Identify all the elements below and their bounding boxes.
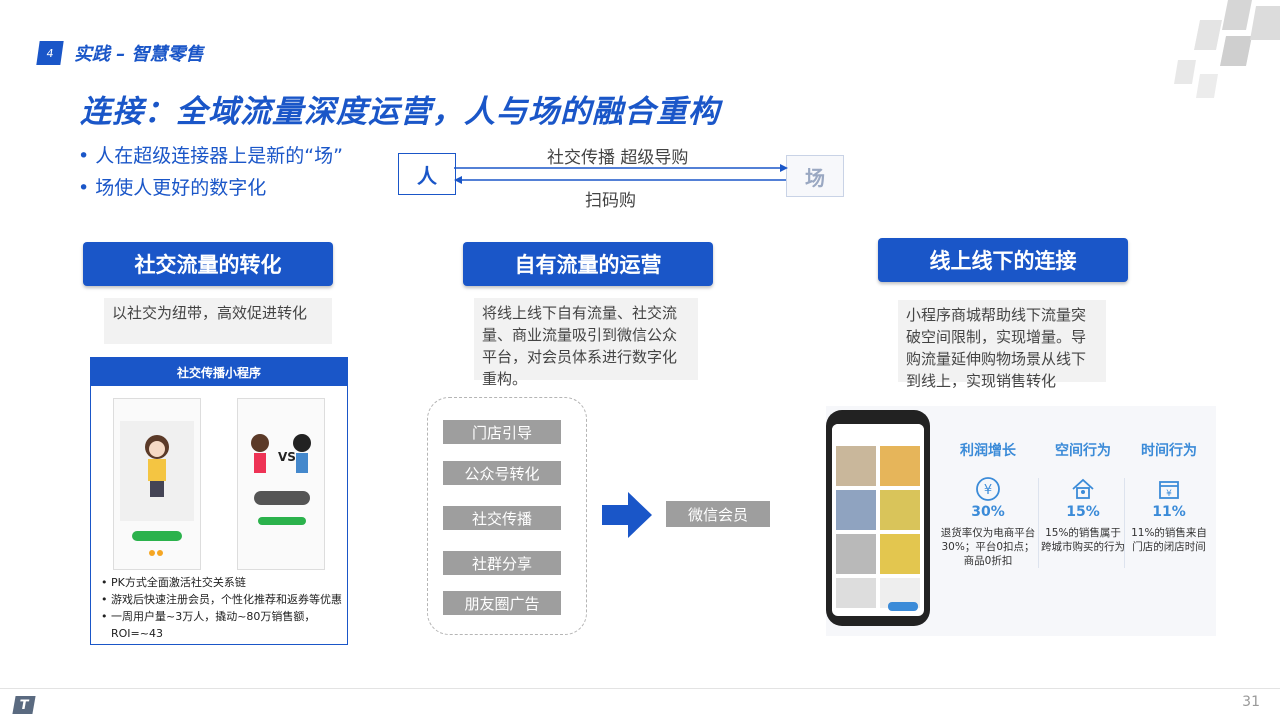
bullet-item: 人在超级连接器上是新的“场” xyxy=(78,140,343,172)
right-arrow-icon xyxy=(602,492,652,538)
brand-logo: T xyxy=(12,696,36,714)
stat-heading: 空间行为 xyxy=(1055,443,1111,459)
traffic-item: 门店引导 xyxy=(443,420,561,444)
person-box: 人 xyxy=(398,153,456,195)
stat-desc: 退货率仅为电商平台30%；平台0扣点；商品0折扣 xyxy=(940,527,1036,567)
bullet-item: 场使人更好的数字化 xyxy=(78,172,343,204)
phone-screen xyxy=(832,424,924,616)
page-title: 连接：全域流量深度运营，人与场的融合重构 xyxy=(80,94,720,130)
traffic-item: 社交传播 xyxy=(443,506,561,530)
home-icon xyxy=(1070,476,1096,502)
mini-program-panel-title: 社交传播小程序 xyxy=(91,358,347,386)
own-desc: 将线上线下自有流量、社交流量、商业流量吸引到微信公众平台，对会员体系进行数字化重… xyxy=(474,298,698,388)
svg-text:VS: VS xyxy=(278,450,296,464)
online-desc: 小程序商城帮助线下流量突破空间限制，实现增量。导购流量延伸购物场景从线下到线上，… xyxy=(898,300,1106,390)
stat-desc: 11%的销售来自门店的闭店时间 xyxy=(1131,527,1207,553)
traffic-item: 社群分享 xyxy=(443,551,561,575)
list-item: ROI=~43 xyxy=(111,627,163,640)
shop-yen-icon: ¥ xyxy=(1156,476,1182,502)
svg-text:¥: ¥ xyxy=(1166,489,1172,499)
yen-circle-icon: ¥ xyxy=(975,476,1001,502)
svg-text:¥: ¥ xyxy=(984,483,992,498)
stat-value: 15% xyxy=(1066,504,1100,520)
traffic-item: 朋友圈广告 xyxy=(443,591,561,615)
divider xyxy=(1124,478,1125,568)
footer-divider xyxy=(0,688,1280,689)
bullet-list: 人在超级连接器上是新的“场” 场使人更好的数字化 xyxy=(78,140,343,204)
game-screenshot-1 xyxy=(113,398,201,570)
list-item: • PK方式全面激活社交关系链 xyxy=(101,576,246,589)
stat-profit: 利润增长 ¥ 30% 退货率仅为电商平台30%；平台0扣点；商品0折扣 xyxy=(940,440,1036,568)
corner-decoration xyxy=(1174,0,1280,98)
divider xyxy=(1038,478,1039,568)
stat-space: 空间行为 15% 15%的销售属于跨城市购买的行为 xyxy=(1040,440,1126,554)
stat-heading: 时间行为 xyxy=(1141,443,1197,459)
stat-value: 30% xyxy=(971,504,1005,520)
stat-heading: 利润增长 xyxy=(960,443,1016,459)
list-item: • 一周用户量~3万人，撬动~80万销售额， xyxy=(101,610,316,623)
traffic-source-group: 门店引导 公众号转化 社交传播 社群分享 朋友圈广告 xyxy=(427,397,587,635)
game-screenshot-2: VS xyxy=(237,398,325,570)
mini-program-panel: 社交传播小程序 VS • PK方式全面激活社交关系链 • 游戏后快速注册会员，个… xyxy=(90,357,348,645)
arrow-top-label: 社交传播 超级导购 xyxy=(547,148,689,168)
arrow-bottom-label: 扫码购 xyxy=(585,191,636,211)
section-number: 4 xyxy=(45,46,55,60)
field-box: 场 xyxy=(786,155,844,197)
mini-program-stats-list: • PK方式全面激活社交关系链 • 游戏后快速注册会员，个性化推荐和返券等优惠 … xyxy=(101,574,342,642)
page-number: 31 xyxy=(1242,694,1260,710)
online-offline-title: 线上线下的连接 xyxy=(878,238,1128,282)
list-item: • 游戏后快速注册会员，个性化推荐和返券等优惠 xyxy=(101,593,342,606)
social-desc: 以社交为纽带，高效促进转化 xyxy=(104,298,332,344)
social-traffic-title: 社交流量的转化 xyxy=(83,242,333,286)
stat-desc: 15%的销售属于跨城市购买的行为 xyxy=(1041,527,1125,553)
wechat-member-box: 微信会员 xyxy=(666,501,770,527)
stat-value: 11% xyxy=(1152,504,1186,520)
bidirectional-arrows xyxy=(454,164,788,184)
section-title: 实践 – 智慧零售 xyxy=(74,44,204,65)
stat-time: 时间行为 ¥ 11% 11%的销售来自门店的闭店时间 xyxy=(1128,440,1210,554)
own-traffic-title: 自有流量的运营 xyxy=(463,242,713,286)
traffic-item: 公众号转化 xyxy=(443,461,561,485)
section-number-badge: 4 xyxy=(36,41,64,65)
phone-mockup xyxy=(826,410,930,626)
